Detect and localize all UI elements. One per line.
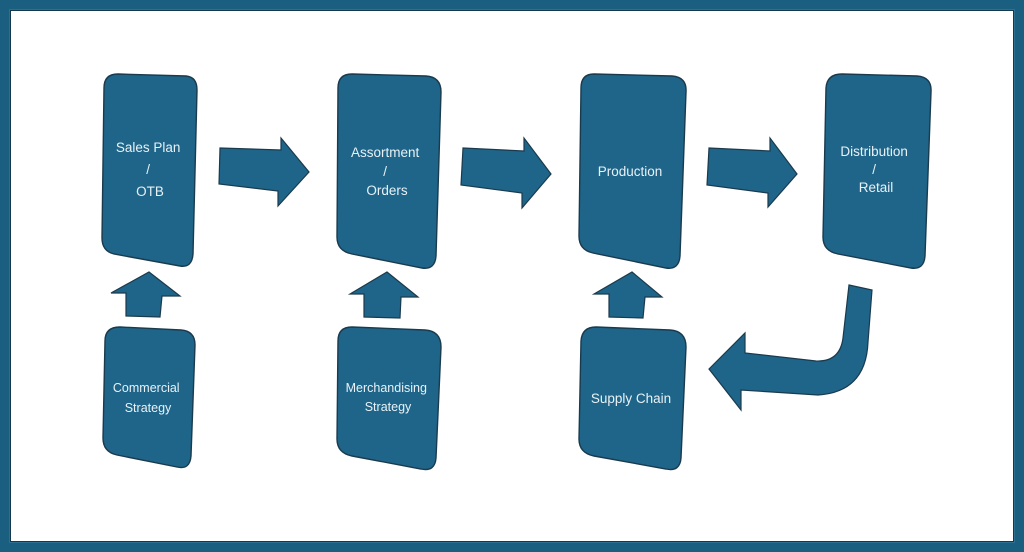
box-label: Sales Plan / OTB <box>116 140 184 199</box>
label-line: Retail <box>859 180 894 195</box>
arrow-right-icon <box>460 136 552 210</box>
box-supply-chain: Supply Chain <box>578 326 687 471</box>
label-line: / <box>383 164 387 179</box>
box-label: Commercial Strategy <box>113 381 183 415</box>
arrow-up-icon <box>591 271 664 319</box>
label-line: Distribution <box>840 144 908 159</box>
label-line: Sales Plan <box>116 140 181 155</box>
box-merchandising-strategy: Merchandising Strategy <box>336 326 442 471</box>
label-line: / <box>872 162 876 177</box>
arrow-u-turn-left-icon <box>708 284 873 412</box>
label-line: Orders <box>366 183 408 198</box>
box-distribution-retail: Distribution / Retail <box>822 73 932 269</box>
box-assortment-orders: Assortment / Orders <box>336 73 442 269</box>
arrow-right-icon <box>706 136 798 209</box>
box-commercial-strategy: Commercial Strategy <box>102 326 196 469</box>
label-line: / <box>146 162 150 177</box>
arrow-right-icon <box>218 136 310 208</box>
box-label: Distribution / Retail <box>840 144 911 195</box>
label-line: Merchandising <box>346 381 427 395</box>
box-label: Supply Chain <box>591 391 671 406</box>
box-label: Production <box>598 164 663 179</box>
label-line: OTB <box>136 184 164 199</box>
label-line: Commercial <box>113 381 180 395</box>
box-production: Production <box>578 73 687 269</box>
arrow-up-icon <box>347 271 420 319</box>
label-line: Strategy <box>365 400 412 414</box>
label-line: Strategy <box>125 401 172 415</box>
label-line: Production <box>598 164 663 179</box>
arrow-up-icon <box>110 271 182 318</box>
box-label: Merchandising Strategy <box>346 381 431 414</box>
label-line: Assortment <box>351 145 420 160</box>
label-line: Supply Chain <box>591 391 671 406</box>
box-sales-plan-otb: Sales Plan / OTB <box>101 73 198 267</box>
box-label: Assortment / Orders <box>351 145 423 198</box>
